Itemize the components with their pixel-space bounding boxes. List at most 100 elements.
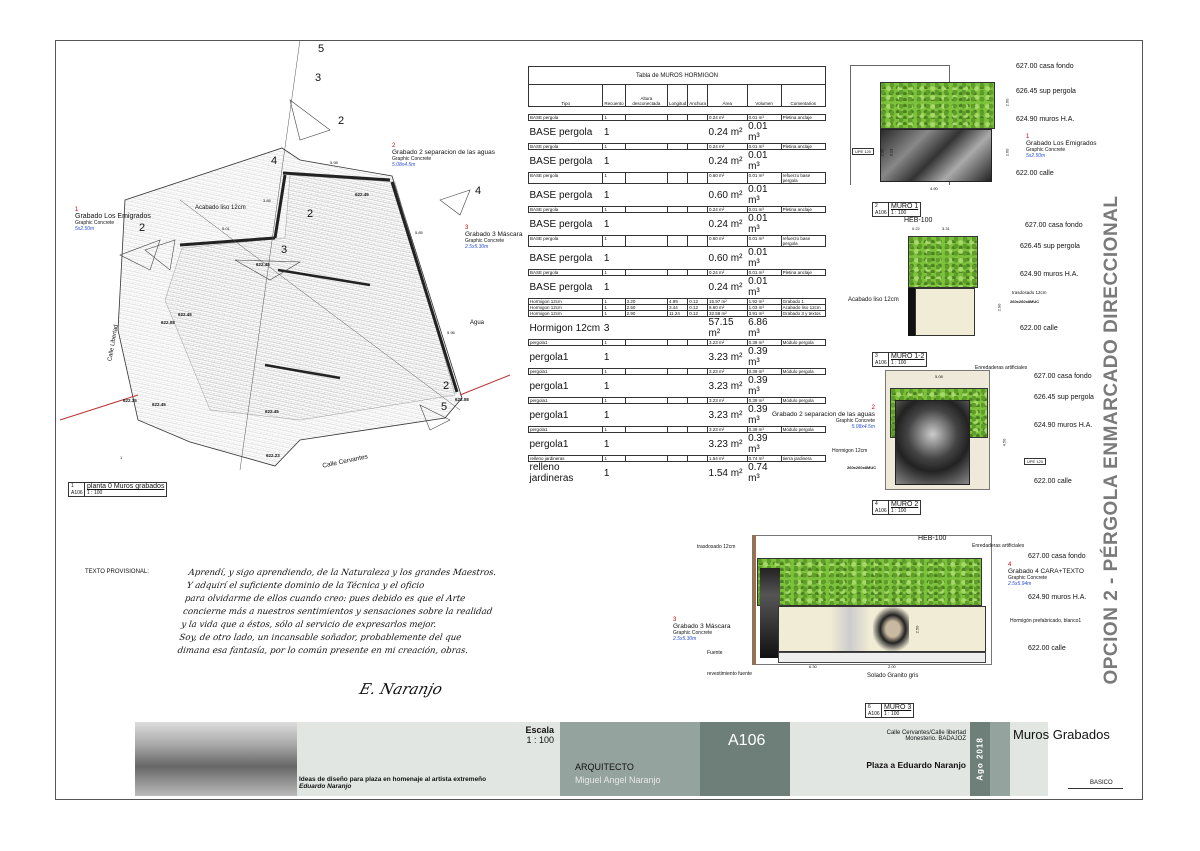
level-marker: 624.90 muros H.A. xyxy=(1020,271,1079,278)
dimension: 2.90 xyxy=(996,303,1002,312)
column-header: Recuento xyxy=(602,84,626,107)
table-cell xyxy=(625,247,667,270)
section-mark: 3 xyxy=(315,72,322,84)
table-cell: 1 xyxy=(602,114,626,121)
profile-tag: 260x260x8MUC xyxy=(847,465,877,470)
table-cell: refuerzo base pergola xyxy=(780,172,827,184)
table-cell: 1 xyxy=(602,235,626,247)
table-cell: 1 xyxy=(602,143,626,150)
handwritten-text: Aprendí, y sigo aprendiendo, de la Natur… xyxy=(176,568,497,656)
wall-1 xyxy=(179,236,276,247)
level: 622.08 xyxy=(455,397,469,402)
table-cell: 1 xyxy=(603,351,610,363)
table-cell: 1 xyxy=(602,206,626,213)
table-cell: 0.01 m³ xyxy=(748,247,768,269)
level-marker: 622.00 calle xyxy=(1028,645,1066,652)
table-cell xyxy=(781,433,825,456)
note: Hormigón prefabricado, blanco1 xyxy=(1010,618,1082,624)
muro3-cladding xyxy=(753,535,756,665)
table-cell: 6.86 m³ xyxy=(748,317,768,339)
table-cell: BASE pergola xyxy=(527,235,604,247)
title-block-band xyxy=(990,722,1010,796)
column-header: Volumen xyxy=(746,84,782,107)
table-cell xyxy=(781,213,825,236)
table-cell: 1 xyxy=(603,467,610,479)
table-cell: 1.54 m² xyxy=(708,467,743,479)
table-cell: tierra jardinera xyxy=(780,455,827,462)
table-cell xyxy=(666,397,689,404)
level: 622.45 xyxy=(178,312,192,317)
sheet-number: A106 xyxy=(728,732,766,749)
table-cell xyxy=(688,150,708,173)
artist-name: Eduardo Naranjo xyxy=(299,783,352,790)
table-cell xyxy=(667,150,687,173)
table-cell: BASE pergola xyxy=(529,281,593,293)
table-cell xyxy=(666,368,689,375)
scale-value: 1 : 100 xyxy=(526,735,554,745)
sheet-title: OPCION 2 - PÉRGOLA ENMARCADO DIRECCIONAL xyxy=(1101,195,1122,685)
column-header: Comentarios xyxy=(780,84,827,107)
table-cell: 0.60 m² xyxy=(708,189,743,201)
table-cell: 1 xyxy=(603,189,610,201)
level: 622.35 xyxy=(123,398,137,403)
table-cell: Módulo pergola xyxy=(780,397,827,404)
table-cell xyxy=(667,462,687,485)
table-cell: Hormigon 12cm xyxy=(529,322,601,334)
table-cell xyxy=(688,121,708,144)
level-marker: 626.45 sup pergola xyxy=(1034,394,1094,401)
table-cell: 1 xyxy=(603,281,610,293)
table-cell xyxy=(625,375,667,398)
table-cell: 1 xyxy=(602,397,626,404)
table-cell: 1 xyxy=(603,409,610,421)
bench xyxy=(277,268,371,287)
title-block-architect: ARQUITECTO Miguel Angel Naranjo xyxy=(560,722,700,796)
table-cell: 0.01 m³ xyxy=(748,121,768,143)
level-marker: 627.00 casa fondo xyxy=(1028,553,1086,560)
table-cell: 1 xyxy=(603,252,610,264)
level-marker: 627.00 casa fondo xyxy=(1034,373,1092,380)
table-cell xyxy=(666,339,689,346)
signature: E. Naranjo xyxy=(357,680,445,698)
profile-tag: UPE 120 xyxy=(852,148,875,155)
table-cell xyxy=(666,172,689,184)
profile-label: HEB-100 xyxy=(918,535,947,542)
table-cell: 1 xyxy=(603,155,610,167)
column-header: Área xyxy=(707,84,748,107)
level-marker: 627.00 casa fondo xyxy=(1016,63,1074,70)
dimension: 2.50 xyxy=(914,625,920,634)
table-cell: relleno jardineras xyxy=(529,462,574,484)
table-cell: pergola1 xyxy=(529,438,569,450)
table-cell: 1 xyxy=(602,172,626,184)
site-plan xyxy=(59,40,511,471)
dimension: 4.90 xyxy=(930,186,938,191)
muro3-paving xyxy=(778,652,986,663)
column-header: Altura desconectada xyxy=(624,84,668,107)
table-cell xyxy=(625,276,667,299)
level-marker: 624.90 muros H.A. xyxy=(1016,116,1075,123)
note: Enredaderas artificiales xyxy=(972,543,1025,549)
place-name: Plaza a Eduardo Naranjo xyxy=(866,760,966,770)
table-cell: 0.39 m³ xyxy=(748,375,768,397)
table-cell xyxy=(666,455,689,462)
table-cell xyxy=(667,346,687,369)
section-mark: 5 xyxy=(318,43,325,55)
wall-2 xyxy=(282,171,391,182)
table-cell xyxy=(667,375,687,398)
table-cell xyxy=(666,143,689,150)
table-cell: Pletina anclaje xyxy=(780,206,827,213)
table-cell: Grabado 3 y textos xyxy=(780,310,827,317)
note: Acabado liso 12cm xyxy=(848,297,899,303)
note: Solado Granito gris xyxy=(867,673,919,679)
table-cell xyxy=(666,114,689,121)
profile-label: HEB-100 xyxy=(904,217,933,224)
